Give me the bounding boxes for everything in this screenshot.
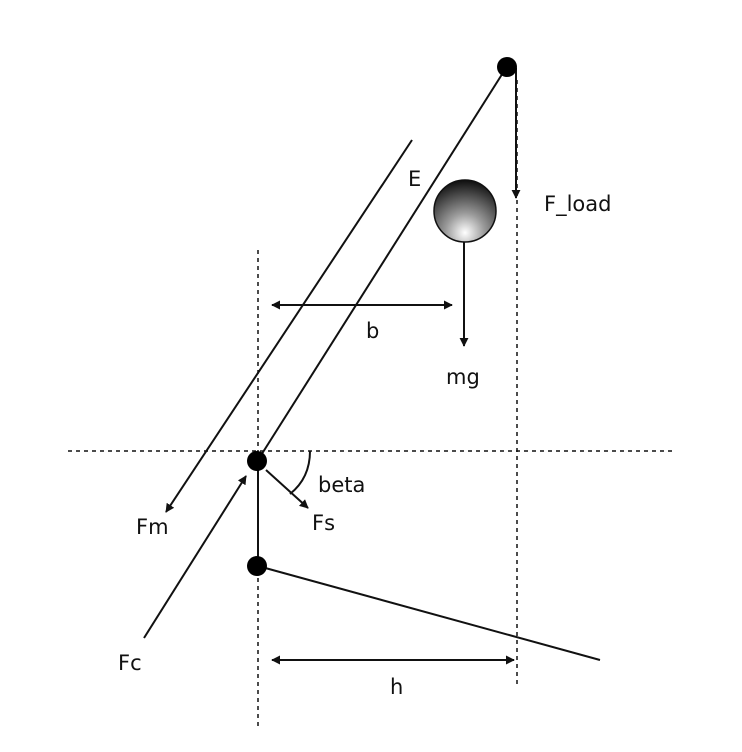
label-e: E [408, 167, 421, 191]
fs-arrow [265, 469, 309, 509]
lower-member [257, 565, 601, 661]
top-pin-joint [497, 57, 517, 77]
beta-angle-arc [289, 450, 311, 495]
fm-arrow [165, 139, 413, 513]
label-b: b [366, 319, 379, 343]
lower-joint [247, 556, 267, 576]
label-fs: Fs [312, 511, 335, 535]
label-fc: Fc [118, 651, 142, 675]
label-h: h [390, 675, 403, 699]
rod-segment [257, 67, 507, 461]
label-fm: Fm [136, 515, 169, 539]
elbow-joint [247, 451, 267, 471]
label-mg: mg [446, 365, 480, 389]
label-f-load: F_load [544, 192, 611, 217]
mass-sphere [433, 179, 497, 243]
label-beta: beta [318, 473, 365, 497]
fc-arrow [143, 475, 247, 639]
